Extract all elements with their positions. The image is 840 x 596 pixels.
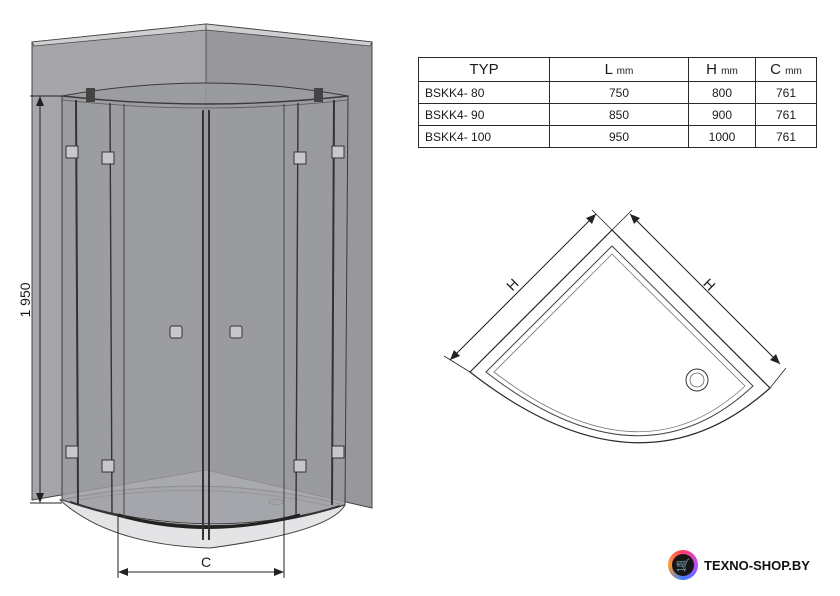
glass-enclosure (61, 82, 349, 540)
header-model: TYP (418, 57, 550, 82)
width-label: C (201, 554, 211, 570)
header-entry-width: C mm (755, 57, 817, 82)
table-cell-l: 750 (549, 81, 689, 104)
height-label: 1 950 (17, 282, 33, 317)
brand-badge: 🛒 (668, 550, 698, 580)
table-row: BSKK4- 100 950 1000 761 (418, 125, 817, 148)
table-cell-l: 950 (549, 125, 689, 148)
tray-plan: H H (443, 209, 787, 444)
height-dimension: 1 950 (17, 95, 62, 504)
table-cell-h: 900 (688, 103, 756, 126)
header-tray-side: H mm (688, 57, 756, 82)
tray-side-label-right: H (700, 275, 718, 293)
header-length: L mm (549, 57, 689, 82)
brand-name: TEXNO-SHOP.BY (704, 557, 810, 573)
spec-table: TYP L mm H mm C mm BSKK4- 80 750 800 761… (418, 57, 817, 148)
table-cell-model: BSKK4- 90 (418, 103, 550, 126)
table-cell-c: 761 (755, 81, 817, 104)
table-row: BSKK4- 90 850 900 761 (418, 103, 817, 126)
table-row: BSKK4- 80 750 800 761 (418, 81, 817, 104)
door-knob-left (169, 325, 183, 339)
tray-drain-plan (685, 368, 709, 392)
table-cell-model: BSKK4- 100 (418, 125, 550, 148)
table-cell-c: 761 (755, 103, 817, 126)
brand-logo: 🛒 TEXNO-SHOP.BY (668, 548, 810, 582)
spec-table-header-row: TYP L mm H mm C mm (418, 57, 817, 82)
cart-icon: 🛒 (672, 554, 694, 576)
door-knob-right (229, 325, 243, 339)
table-cell-model: BSKK4- 80 (418, 81, 550, 104)
table-cell-c: 761 (755, 125, 817, 148)
table-cell-h: 1000 (688, 125, 756, 148)
table-cell-h: 800 (688, 81, 756, 104)
table-cell-l: 850 (549, 103, 689, 126)
width-dimension: C (117, 516, 285, 578)
